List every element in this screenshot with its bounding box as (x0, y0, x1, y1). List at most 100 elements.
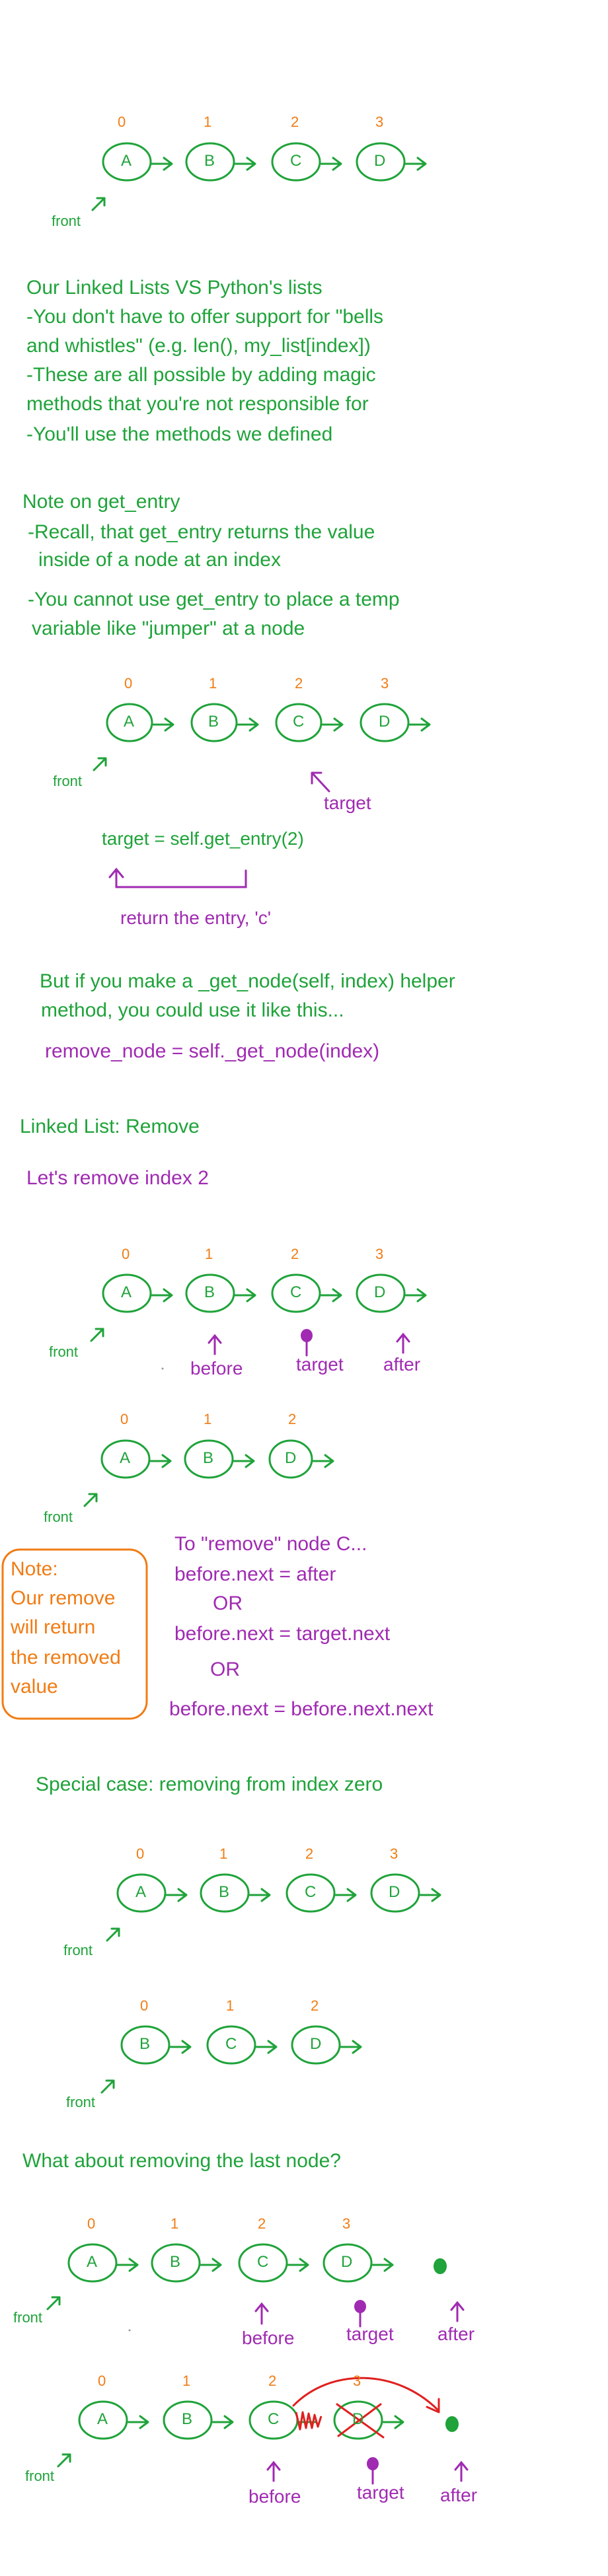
node-label: B (204, 152, 215, 170)
text-line: -These are all possible by adding magic (26, 364, 376, 386)
diagram5-graphics (106, 1873, 441, 1942)
none-node-dot (434, 2258, 447, 2274)
after-label: after (383, 1354, 421, 1375)
target-label: target (296, 1354, 344, 1375)
front-label: front (49, 1343, 79, 1360)
node-label: D (379, 713, 391, 731)
text-line: method, you could use it like this... (41, 999, 344, 1021)
node-label: D (389, 1883, 400, 1901)
index-label: 2 (268, 2373, 277, 2389)
after-label: after (437, 2324, 475, 2344)
index-label: 1 (205, 1246, 213, 1262)
index-label: 2 (311, 1997, 319, 2014)
node-label: A (97, 2410, 108, 2428)
front-label: front (25, 2468, 55, 2484)
diagram6-graphics (100, 2025, 362, 2094)
index-label: 2 (288, 1411, 297, 1427)
index-label: 1 (219, 1845, 228, 1862)
node-label: A (121, 1283, 132, 1301)
text-line: -You'll use the methods we defined (26, 423, 333, 445)
step-line: before.next = after (174, 1563, 336, 1585)
section-heading: Special case: removing from index zero (36, 1773, 383, 1795)
section-heading: What about removing the last node? (22, 2150, 341, 2172)
node-label: B (219, 1883, 230, 1901)
node-label: B (204, 1283, 215, 1301)
node-label: B (203, 1449, 214, 1467)
node-ellipse (356, 142, 406, 182)
diagram2-graphics (93, 703, 431, 888)
step-line: To "remove" node C... (174, 1533, 367, 1555)
section-title: Note on get_entry (22, 491, 180, 513)
note-line: the removed (11, 1647, 121, 1668)
node-label: A (135, 1883, 147, 1901)
index-label: 3 (342, 2215, 351, 2232)
section-heading: Linked List: Remove (20, 1116, 200, 1137)
after-label: after (440, 2485, 478, 2505)
node-label: D (352, 2410, 364, 2428)
front-label: front (53, 773, 83, 789)
index-label: 1 (209, 675, 217, 692)
or-label: OR (210, 1659, 240, 1680)
index-label: 1 (182, 2373, 191, 2389)
node-label: B (139, 2035, 151, 2053)
node-label: D (341, 2253, 353, 2271)
diagram7-graphics (46, 2243, 465, 2332)
index-label: 0 (122, 1246, 130, 1262)
target-label: target (324, 793, 371, 813)
text-line: variable like "jumper" at a node (32, 618, 305, 639)
index-label: 3 (381, 675, 389, 692)
index-label: 3 (375, 1246, 384, 1262)
section-subheading: Let's remove index 2 (26, 1167, 209, 1189)
index-label: 0 (124, 675, 133, 692)
text-line: inside of a node at an index (38, 549, 281, 571)
text-line: -Recall, that get_entry returns the valu… (28, 521, 375, 543)
index-label: 1 (226, 1997, 235, 2014)
node-label: C (305, 1883, 317, 1901)
node-label: B (182, 2410, 193, 2428)
text-line: and whistles" (e.g. len(), my_list[index… (26, 335, 371, 357)
index-label: 2 (305, 1845, 314, 1862)
front-label: front (66, 2094, 96, 2110)
node-ellipse (185, 142, 235, 182)
text-line: methods that you're not responsible for (26, 393, 369, 415)
diagram8-graphics (57, 2377, 469, 2485)
note-line: will return (11, 1616, 96, 1638)
front-label: front (63, 1942, 93, 1958)
step-line: before.next = target.next (174, 1623, 391, 1645)
node-label: D (310, 2035, 322, 2053)
note-box-border (1, 1548, 148, 1720)
node-label: C (257, 2253, 269, 2271)
text-line: -You cannot use get_entry to place a tem… (28, 589, 400, 610)
front-label: front (44, 1509, 73, 1525)
index-label: 2 (291, 114, 299, 130)
index-label: 2 (291, 1246, 299, 1262)
note-line: value (11, 1676, 58, 1698)
node-label: D (285, 1449, 297, 1467)
code-line: target = self.get_entry(2) (102, 828, 304, 849)
diagram1-graphics (91, 142, 427, 211)
or-label: OR (213, 1592, 243, 1614)
index-label: 1 (204, 114, 212, 130)
node-label: A (87, 2253, 98, 2271)
index-label: 3 (353, 2373, 361, 2389)
index-label: 0 (87, 2215, 96, 2232)
index-label: 3 (375, 114, 384, 130)
index-label: 1 (204, 1411, 212, 1427)
front-label: front (52, 213, 81, 229)
node-label: C (225, 2035, 237, 2053)
text-line: But if you make a _get_node(self, index)… (40, 970, 455, 992)
index-label: 0 (136, 1845, 145, 1862)
text-line: Our Linked Lists VS Python's lists (26, 277, 323, 299)
node-label: C (290, 152, 302, 170)
node-label: D (374, 1283, 386, 1301)
node-ellipse (102, 142, 152, 182)
diagram3-graphics (90, 1273, 427, 1370)
node-label: A (124, 713, 135, 731)
target-label: target (346, 2324, 394, 2344)
node-label: C (268, 2410, 280, 2428)
index-label: 1 (171, 2215, 179, 2232)
code-line: remove_node = self._get_node(index) (45, 1040, 380, 1062)
text-line: -You don't have to offer support for "be… (26, 306, 384, 328)
index-label: 2 (258, 2215, 266, 2232)
